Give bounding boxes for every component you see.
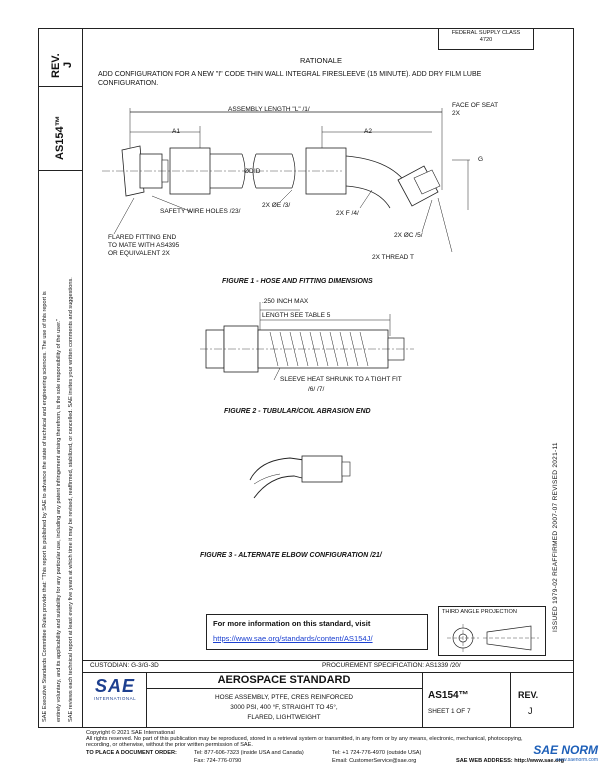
fig1-a2: A2 (364, 128, 372, 135)
fig1-a1: A1 (172, 128, 180, 135)
third-angle-box: THIRD ANGLE PROJECTION (438, 606, 546, 656)
rev-divider (510, 672, 511, 728)
title-rev-label: REV. (518, 690, 539, 700)
figure1-caption: FIGURE 1 - HOSE AND FITTING DIMENSIONS (222, 278, 373, 285)
fig1-2x-f: 2X F /4/ (336, 210, 359, 217)
figure2-drawing (200, 302, 414, 381)
order-label: TO PLACE A DOCUMENT ORDER: (86, 750, 177, 756)
fsc-box: FEDERAL SUPPLY CLASS 4720 (438, 28, 534, 50)
watermark-text: SAE NORM (533, 743, 598, 757)
legal-line-1: SAE Executive Standards Committee Rules … (42, 291, 48, 722)
description-3: FLARED, LIGHTWEIGHT (247, 714, 321, 721)
footer-tel: Tel: 877-606-7323 (inside USA and Canada… (194, 750, 304, 756)
drawing-frame (38, 28, 574, 728)
sheet-number: SHEET 1 OF 7 (428, 708, 471, 715)
fig1-flared-2: TO MATE WITH AS4395 (108, 242, 180, 249)
third-angle-label: THIRD ANGLE PROJECTION (442, 609, 517, 615)
watermark: SAE NORM www.saenorm.com (520, 743, 598, 764)
description-2: 3000 PSI, 400 °F, STRAIGHT TO 45°, (230, 704, 338, 711)
figure1-drawing (102, 108, 470, 253)
rights-1: All rights reserved. No part of this pub… (86, 736, 523, 742)
legal-line-3: SAE reviews each technical report at lea… (68, 277, 74, 722)
left-column-divider (82, 28, 83, 728)
figure2-caption: FIGURE 2 - TUBULAR/COIL ABRASION END (224, 408, 371, 415)
fig1-2x-e: 2X ØE /3/ (262, 202, 291, 209)
watermark-sub: www.saenorm.com (555, 757, 598, 763)
left-rev-value: J (62, 61, 74, 68)
issue-dates: ISSUED 1979-02 REAFFIRMED 2007-07 REVISE… (552, 442, 559, 632)
fig2-length: LENGTH SEE TABLE 5 (262, 312, 331, 319)
docnum-divider (422, 672, 423, 728)
fig1-flared-1: FLARED FITTING END (108, 234, 177, 241)
legal-line-2: entirely voluntary, and its applicabilit… (56, 318, 62, 722)
title-doc-number: AS154™ (428, 690, 469, 701)
fsc-value: 4720 (479, 37, 493, 43)
title-rev-value: J (528, 706, 533, 716)
standard-title: AEROSPACE STANDARD (217, 674, 351, 686)
fig1-2x-thread: 2X THREAD T (372, 254, 415, 261)
sae-logo-sub: INTERNATIONAL (93, 696, 137, 701)
sae-logo: SAE INTERNATIONAL (90, 676, 140, 701)
left-rev-divider (38, 86, 82, 87)
copyright: Copyright © 2021 SAE International (86, 730, 175, 736)
fig1-g: G (478, 156, 484, 163)
fig1-flared-3: OR EQUIVALENT 2X (108, 250, 170, 257)
fig1-face-of-seat-2x: 2X (452, 110, 460, 117)
left-docid-divider (38, 170, 82, 171)
info-url-link[interactable]: https://www.sae.org/standards/content/AS… (213, 634, 373, 643)
fig1-2x-c: 2X ØC /5/ (394, 232, 423, 239)
info-line: For more information on this standard, v… (213, 619, 371, 628)
figure3-caption: FIGURE 3 - ALTERNATE ELBOW CONFIGURATION… (200, 552, 382, 559)
custodian: CUSTODIAN: G-3/G-3D (90, 662, 159, 669)
title-block-divider (82, 672, 574, 673)
rationale-title: RATIONALE (300, 56, 342, 65)
procurement-spec: PROCUREMENT SPECIFICATION: AS1339 /20/ (322, 662, 461, 669)
footer-email: Email: CustomerService@sae.org (332, 758, 417, 764)
sae-logo-text: SAE (94, 676, 135, 696)
fsc-label: FEDERAL SUPPLY CLASS (451, 30, 521, 36)
fig1-assembly-length: ASSEMBLY LENGTH "L" /1/ (228, 106, 310, 113)
fig1-face-of-seat: FACE OF SEAT (452, 102, 499, 109)
rationale-text: ADD CONFIGURATION FOR A NEW "I" CODE THI… (98, 71, 482, 87)
fig2-max: .250 INCH MAX (262, 298, 309, 305)
third-angle-symbol (447, 624, 539, 652)
fig1-safety-wire: SAFETY WIRE HOLES /23/ (160, 208, 241, 215)
rights-2: recording, or otherwise, without the pri… (86, 742, 253, 748)
left-doc-id: AS154™ (54, 115, 66, 160)
description-1: HOSE ASSEMBLY, PTFE, CRES REINFORCED (215, 694, 353, 701)
left-rev-label: REV. (50, 53, 62, 78)
footer-web: SAE WEB ADDRESS: http://www.sae.org (456, 758, 565, 764)
footer-tel2: Tel: +1 724-776-4970 (outside USA) (332, 750, 422, 756)
figure3-drawing (249, 455, 351, 499)
fig2-sleeve-refs: /6/ /7/ (308, 386, 325, 393)
fig1-id: ID (254, 168, 261, 175)
footer-fax: Fax: 724-776-0790 (194, 758, 242, 764)
fig2-sleeve: SLEEVE HEAT SHRUNK TO A TIGHT FIT (280, 376, 402, 383)
title-block-top (82, 660, 574, 661)
logo-divider (146, 672, 147, 728)
title-sub-divider (146, 688, 422, 689)
fig1-od: ØD (244, 168, 254, 175)
info-box: For more information on this standard, v… (206, 614, 428, 650)
